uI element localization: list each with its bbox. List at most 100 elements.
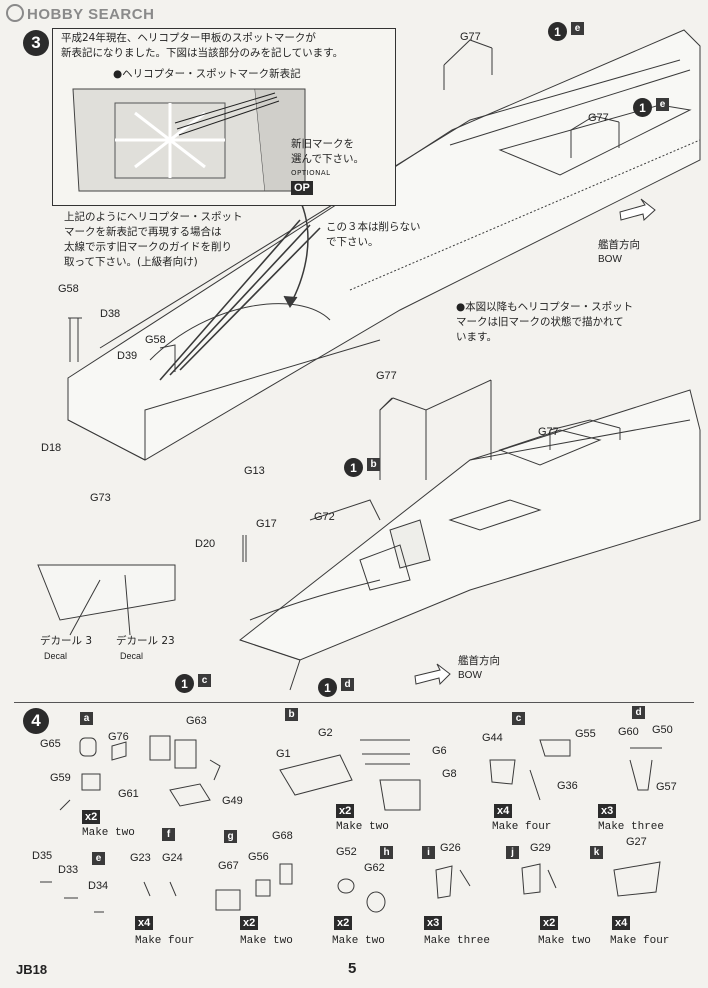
part-label-g62: G62 bbox=[364, 862, 385, 874]
part-label-d20: D20 bbox=[195, 538, 216, 550]
old-mark-note: ●本図以降もヘリコプター・スポット マークは旧マークの状態で描かれて います。 bbox=[456, 301, 634, 343]
part-label-g49: G49 bbox=[222, 795, 243, 807]
optional-label: OPTIONAL bbox=[291, 169, 331, 177]
watermark-logo: HOBBY SEARCH bbox=[6, 4, 154, 23]
part-label-g76: G76 bbox=[108, 731, 129, 743]
part-label-d38: D38 bbox=[100, 308, 121, 320]
part-label-g68: G68 bbox=[272, 830, 293, 842]
group-j-make: Make two bbox=[538, 935, 591, 947]
inset-note: 平成24年現在、ヘリコプター甲板のスポットマークが 新表記になりました。下図は当… bbox=[61, 32, 344, 59]
group-a-make: Make two bbox=[82, 827, 135, 839]
group-i-make: Make three bbox=[424, 935, 491, 947]
group-h-qty: x2 bbox=[334, 916, 353, 930]
part-label-g36: G36 bbox=[557, 780, 578, 792]
group-g-letter: g bbox=[224, 830, 237, 843]
decal-3-label-jp: デカール 3 bbox=[40, 635, 93, 647]
part-label-g59: G59 bbox=[50, 772, 71, 784]
part-label-g17: G17 bbox=[256, 518, 277, 530]
part-label-g55: G55 bbox=[575, 728, 596, 740]
group-a-letter: a bbox=[80, 712, 93, 725]
bow-label-jp-lower: 艦首方向 bbox=[458, 655, 500, 667]
subassy-b-marker: 1 b bbox=[344, 458, 380, 477]
bow-label-en-upper: BOW bbox=[598, 254, 622, 265]
subassy-e-marker-1: 1 e bbox=[548, 22, 584, 41]
group-b-make: Make two bbox=[336, 821, 389, 833]
part-label-d39: D39 bbox=[117, 350, 138, 362]
group-f-letter: f bbox=[162, 828, 175, 841]
choose-note: 新旧マークを 選んで下さい。 bbox=[291, 138, 364, 165]
part-label-g56: G56 bbox=[248, 851, 269, 863]
bow-label-en-lower: BOW bbox=[458, 670, 482, 681]
part-label-g23: G23 bbox=[130, 852, 151, 864]
group-d-letter: d bbox=[632, 706, 645, 719]
decal-23-label-en: Decal bbox=[120, 651, 144, 661]
subassy-d-marker: 1 d bbox=[318, 678, 354, 697]
part-label-g29: G29 bbox=[530, 842, 551, 854]
group-b-qty: x2 bbox=[336, 804, 355, 818]
group-k-qty: x4 bbox=[612, 916, 631, 930]
group-g-qty: x2 bbox=[240, 916, 259, 930]
group-e-letter: e bbox=[92, 852, 105, 865]
part-label-g1: G1 bbox=[276, 748, 291, 760]
group-i-qty: x3 bbox=[424, 916, 443, 930]
logo-icon bbox=[6, 4, 24, 22]
group-c-qty: x4 bbox=[494, 804, 513, 818]
part-label-g77-c: G77 bbox=[376, 370, 397, 382]
part-label-g60: G60 bbox=[618, 726, 639, 738]
part-label-g52: G52 bbox=[336, 846, 357, 858]
part-label-g24: G24 bbox=[162, 852, 183, 864]
group-c-letter: c bbox=[512, 712, 525, 725]
group-c-make: Make four bbox=[492, 821, 552, 833]
part-label-g72: G72 bbox=[314, 511, 335, 523]
page-code: JB18 bbox=[16, 962, 48, 977]
group-k-letter: k bbox=[590, 846, 603, 859]
heli-deck-inset: 平成24年現在、ヘリコプター甲板のスポットマークが 新表記になりました。下図は当… bbox=[52, 28, 396, 206]
part-label-g58-a: G58 bbox=[58, 283, 79, 295]
group-i-letter: i bbox=[422, 846, 435, 859]
group-j-qty: x2 bbox=[540, 916, 559, 930]
group-h-letter: h bbox=[380, 846, 393, 859]
group-k-make: Make four bbox=[610, 935, 670, 947]
bow-label-jp-upper: 艦首方向 bbox=[598, 239, 640, 251]
subassy-e-marker-2: 1 e bbox=[633, 98, 669, 117]
step-divider bbox=[14, 702, 694, 703]
decal-23-label-jp: デカール 23 bbox=[116, 635, 175, 647]
part-label-d35: D35 bbox=[32, 850, 53, 862]
part-label-g77-b: G77 bbox=[588, 112, 609, 124]
part-label-g61: G61 bbox=[118, 788, 139, 800]
part-label-g58-b: G58 bbox=[145, 334, 166, 346]
step-3-number: 3 bbox=[23, 30, 49, 56]
part-label-g73: G73 bbox=[90, 492, 111, 504]
part-label-g57: G57 bbox=[656, 781, 677, 793]
group-h-make: Make two bbox=[332, 935, 385, 947]
subassy-c-marker: 1 c bbox=[175, 674, 211, 693]
part-label-d33: D33 bbox=[58, 864, 79, 876]
step-4-number: 4 bbox=[23, 708, 49, 734]
part-label-g77-a: G77 bbox=[460, 31, 481, 43]
group-g-make: Make two bbox=[240, 935, 293, 947]
part-label-g65: G65 bbox=[40, 738, 61, 750]
part-label-g77-d: G77 bbox=[538, 426, 559, 438]
group-d-make: Make three bbox=[598, 821, 665, 833]
part-label-g2: G2 bbox=[318, 727, 333, 739]
page-number: 5 bbox=[348, 960, 357, 977]
op-badge: OP bbox=[291, 181, 313, 195]
part-label-g67: G67 bbox=[218, 860, 239, 872]
heli-deck-drawing bbox=[72, 88, 306, 192]
group-b-letter: b bbox=[285, 708, 298, 721]
keep-note: この３本は削らない で下さい。 bbox=[326, 221, 421, 248]
part-label-g44: G44 bbox=[482, 732, 503, 744]
part-label-g27: G27 bbox=[626, 836, 647, 848]
group-a-qty: x2 bbox=[82, 810, 101, 824]
group-f-make: Make four bbox=[135, 935, 195, 947]
decal-3-label-en: Decal bbox=[44, 651, 68, 661]
part-label-g26: G26 bbox=[440, 842, 461, 854]
part-label-g63: G63 bbox=[186, 715, 207, 727]
part-label-g13: G13 bbox=[244, 465, 265, 477]
part-label-d18: D18 bbox=[41, 442, 62, 454]
part-label-g8: G8 bbox=[442, 768, 457, 780]
group-d-qty: x3 bbox=[598, 804, 617, 818]
part-label-g50: G50 bbox=[652, 724, 673, 736]
modify-note: 上記のようにヘリコプター・スポット マークを新表記で再現する場合は 太線で示す旧… bbox=[64, 211, 243, 268]
